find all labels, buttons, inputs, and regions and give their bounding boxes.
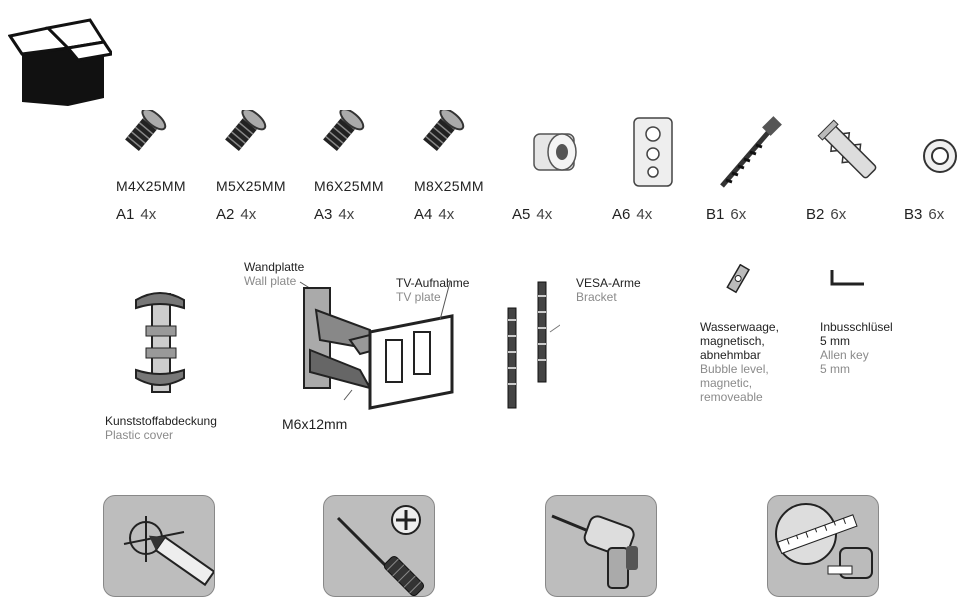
washer-icon	[923, 139, 957, 173]
wall-plate-label: Wandplatte Wall plate	[244, 260, 305, 288]
tool-screwdriver	[323, 495, 435, 597]
vesa-label: VESA-Arme Bracket	[576, 276, 641, 304]
bubble-level-label: Wasserwaage, magnetisch, abnehmbar Bubbl…	[700, 320, 779, 404]
allen-key-label: Inbusschlüsel 5 mm Allen key 5 mm	[820, 320, 893, 376]
bubble-level-icon	[726, 264, 750, 294]
tool-pencil	[103, 495, 215, 597]
pencil-icon	[123, 516, 214, 587]
allen-key-icon	[830, 270, 864, 286]
washer-plate-icon	[633, 117, 673, 187]
plastic-cover-icon	[135, 292, 185, 393]
screw-icon	[125, 110, 167, 152]
tool-drill	[545, 495, 657, 597]
bolt-label: M6x12mm	[282, 416, 348, 432]
tape-measure-icon	[775, 503, 873, 579]
screw-icon	[323, 110, 365, 152]
wall-anchor-icon	[817, 119, 877, 179]
wood-screw-icon	[720, 116, 782, 188]
wall-mount-assembly-icon	[299, 281, 454, 410]
screw-icon	[423, 110, 465, 152]
spacer-icon	[533, 133, 577, 171]
plastic-cover-label: Kunststoffabdeckung Plastic cover	[105, 414, 217, 442]
screw-icon	[225, 110, 267, 152]
tool-tape-measure	[767, 495, 879, 597]
drill-icon	[551, 514, 638, 589]
package-box-icon	[8, 18, 112, 106]
part-size: M4X25MM	[116, 178, 186, 194]
part-size: M5X25MM	[216, 178, 286, 194]
part-size: M8X25MM	[414, 178, 484, 194]
vesa-bracket-icon	[507, 281, 560, 409]
screwdriver-icon	[336, 505, 425, 596]
tv-plate-label: TV-Aufnahme TV plate	[396, 276, 470, 304]
part-size: M6X25MM	[314, 178, 384, 194]
